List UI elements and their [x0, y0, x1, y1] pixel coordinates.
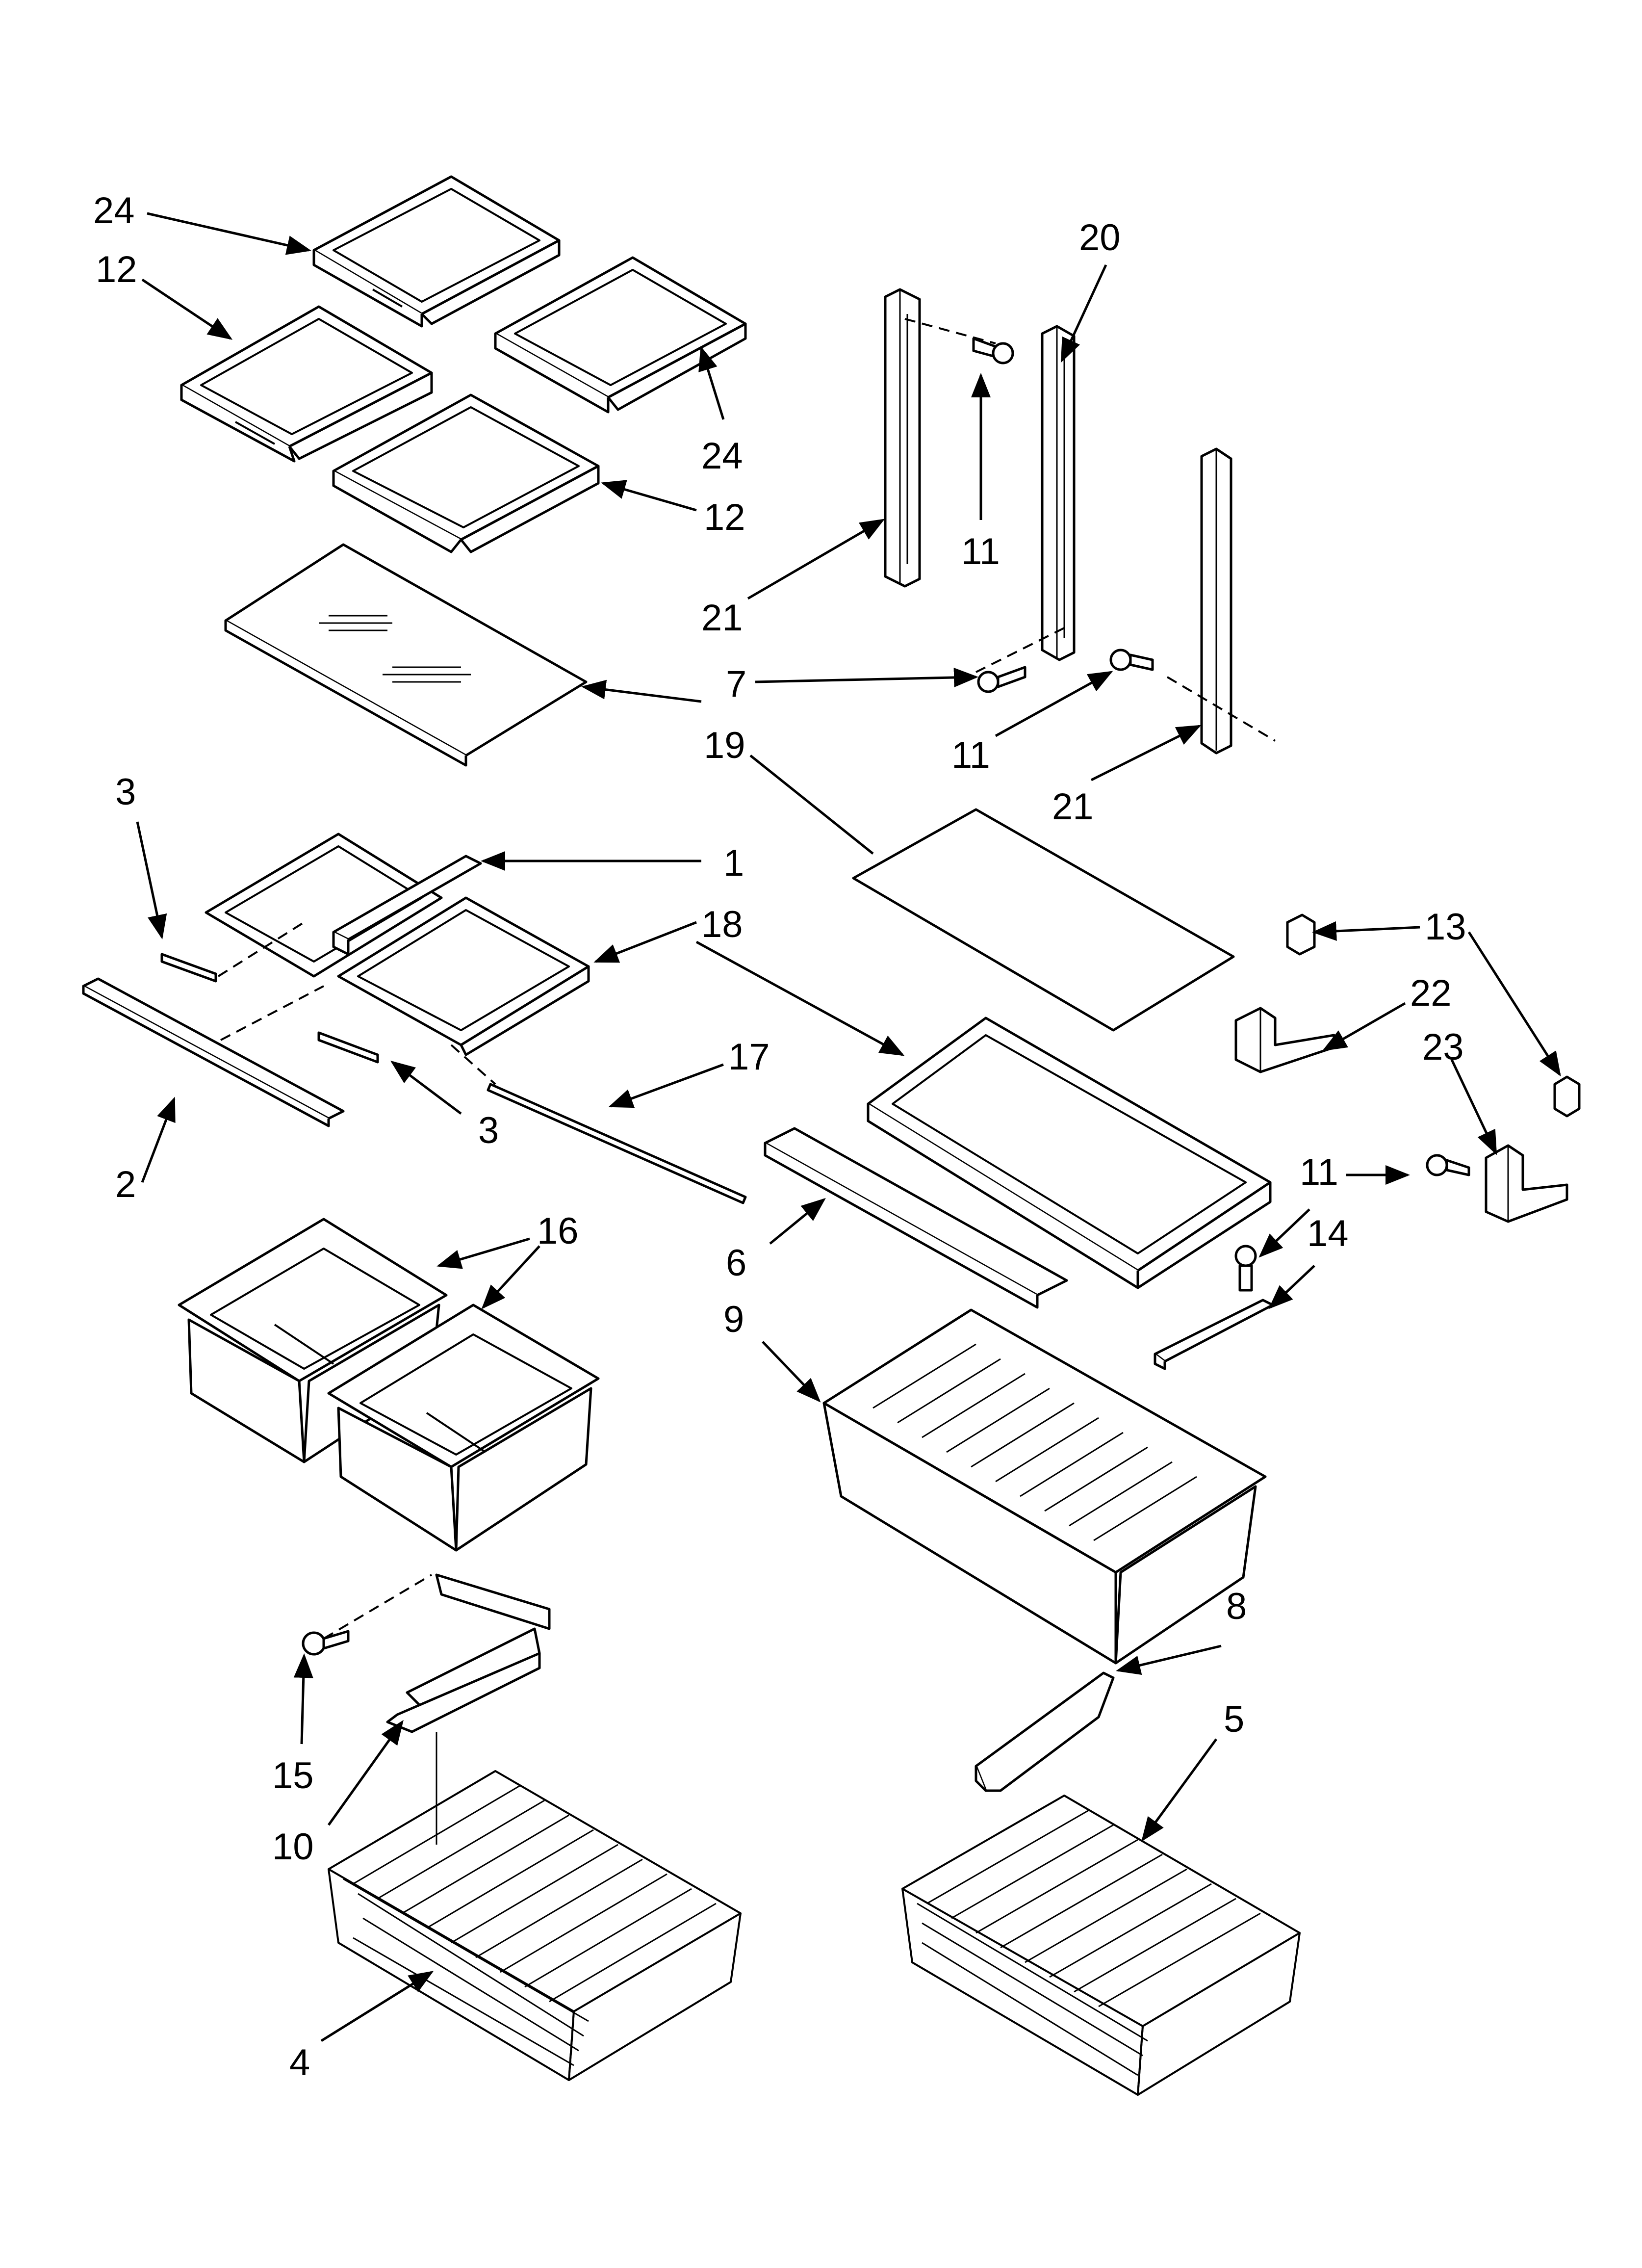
callout-23: 23 [1422, 1026, 1464, 1068]
screw-icon-11-lower [1234, 1245, 1257, 1292]
dash-line-1 [904, 318, 996, 344]
part-shelf-12-lower [332, 393, 600, 553]
part-clip-13-right [1553, 1075, 1581, 1118]
part-rail-21-right [1200, 447, 1232, 755]
leader-lines [136, 212, 1561, 2042]
callout-16: 16 [537, 1210, 579, 1252]
part-clip-13-left [1286, 913, 1316, 956]
callout-6: 6 [726, 1242, 746, 1284]
part-rod-17 [487, 1083, 747, 1204]
screw-icon-11-right [1426, 1154, 1470, 1176]
callout-1: 1 [723, 842, 744, 884]
callout-4: 4 [289, 2042, 310, 2084]
dash-line-5 [220, 985, 324, 1041]
screw-icon-15 [302, 1630, 350, 1656]
screw-icon-11-top [972, 337, 1014, 365]
callout-14: 14 [1307, 1213, 1349, 1254]
part-wire-basket-4 [328, 1770, 742, 2081]
callout-24: 24 [93, 190, 135, 232]
callout-24: 24 [701, 435, 743, 477]
part-shelf-12-left [180, 305, 433, 463]
part-crisper-cover-18 [205, 833, 590, 1056]
callout-9: 9 [723, 1299, 744, 1340]
part-glass-shelf-19-right [852, 808, 1235, 1032]
callout-7: 7 [726, 663, 746, 705]
callout-21: 21 [701, 597, 743, 639]
callout-3: 3 [115, 771, 136, 813]
dash-line-6 [450, 1044, 496, 1085]
callout-11: 11 [1300, 1151, 1338, 1193]
callout-17: 17 [728, 1036, 770, 1078]
dash-line-3 [1166, 676, 1276, 742]
part-bracket-14 [1154, 1299, 1274, 1370]
part-clip-3-left [160, 953, 217, 983]
part-trim-2 [82, 977, 345, 1127]
screw-icon-11-mid [1109, 649, 1154, 671]
callout-21: 21 [1052, 786, 1094, 828]
callout-12: 12 [96, 249, 137, 290]
callout-12: 12 [704, 496, 745, 538]
part-pan-frame-18 [867, 1017, 1272, 1289]
part-cover-6 [764, 1127, 1068, 1309]
part-clip-3-right [317, 1031, 379, 1064]
callout-11: 11 [951, 734, 990, 776]
part-divider-8 [975, 1671, 1115, 1792]
callout-3: 3 [478, 1110, 499, 1151]
callout-22: 22 [1410, 972, 1452, 1014]
part-bracket-23 [1485, 1144, 1568, 1223]
callout-5: 5 [1224, 1698, 1244, 1740]
callout-8: 8 [1226, 1586, 1247, 1627]
callout-11: 11 [961, 531, 1000, 573]
part-pan-9 [822, 1308, 1267, 1665]
part-divider-10 [386, 1573, 551, 1733]
callout-20: 20 [1079, 217, 1121, 259]
part-wire-basket-5 [901, 1795, 1301, 2096]
callout-13: 13 [1425, 906, 1466, 948]
part-bracket-22 [1234, 1007, 1335, 1073]
callout-2: 2 [115, 1164, 136, 1205]
callout-19: 19 [704, 725, 745, 766]
part-rail-21-left [884, 288, 921, 588]
part-shelf-24-right [494, 256, 747, 414]
dash-line-7 [323, 1574, 433, 1640]
callout-labels: 24 12 24 12 20 11 21 7 11 21 19 3 1 18 1… [93, 190, 1466, 2084]
callout-10: 10 [272, 1826, 314, 1868]
callout-18: 18 [701, 904, 743, 945]
part-divider-1 [332, 855, 482, 956]
part-shelf-24-top [312, 175, 561, 328]
screw-icon-7 [977, 666, 1026, 693]
part-glass-shelf-19-left [224, 543, 588, 767]
part-rail-20 [1041, 325, 1076, 661]
callout-15: 15 [272, 1755, 314, 1797]
part-crisper-drawer-16-right [327, 1303, 600, 1552]
